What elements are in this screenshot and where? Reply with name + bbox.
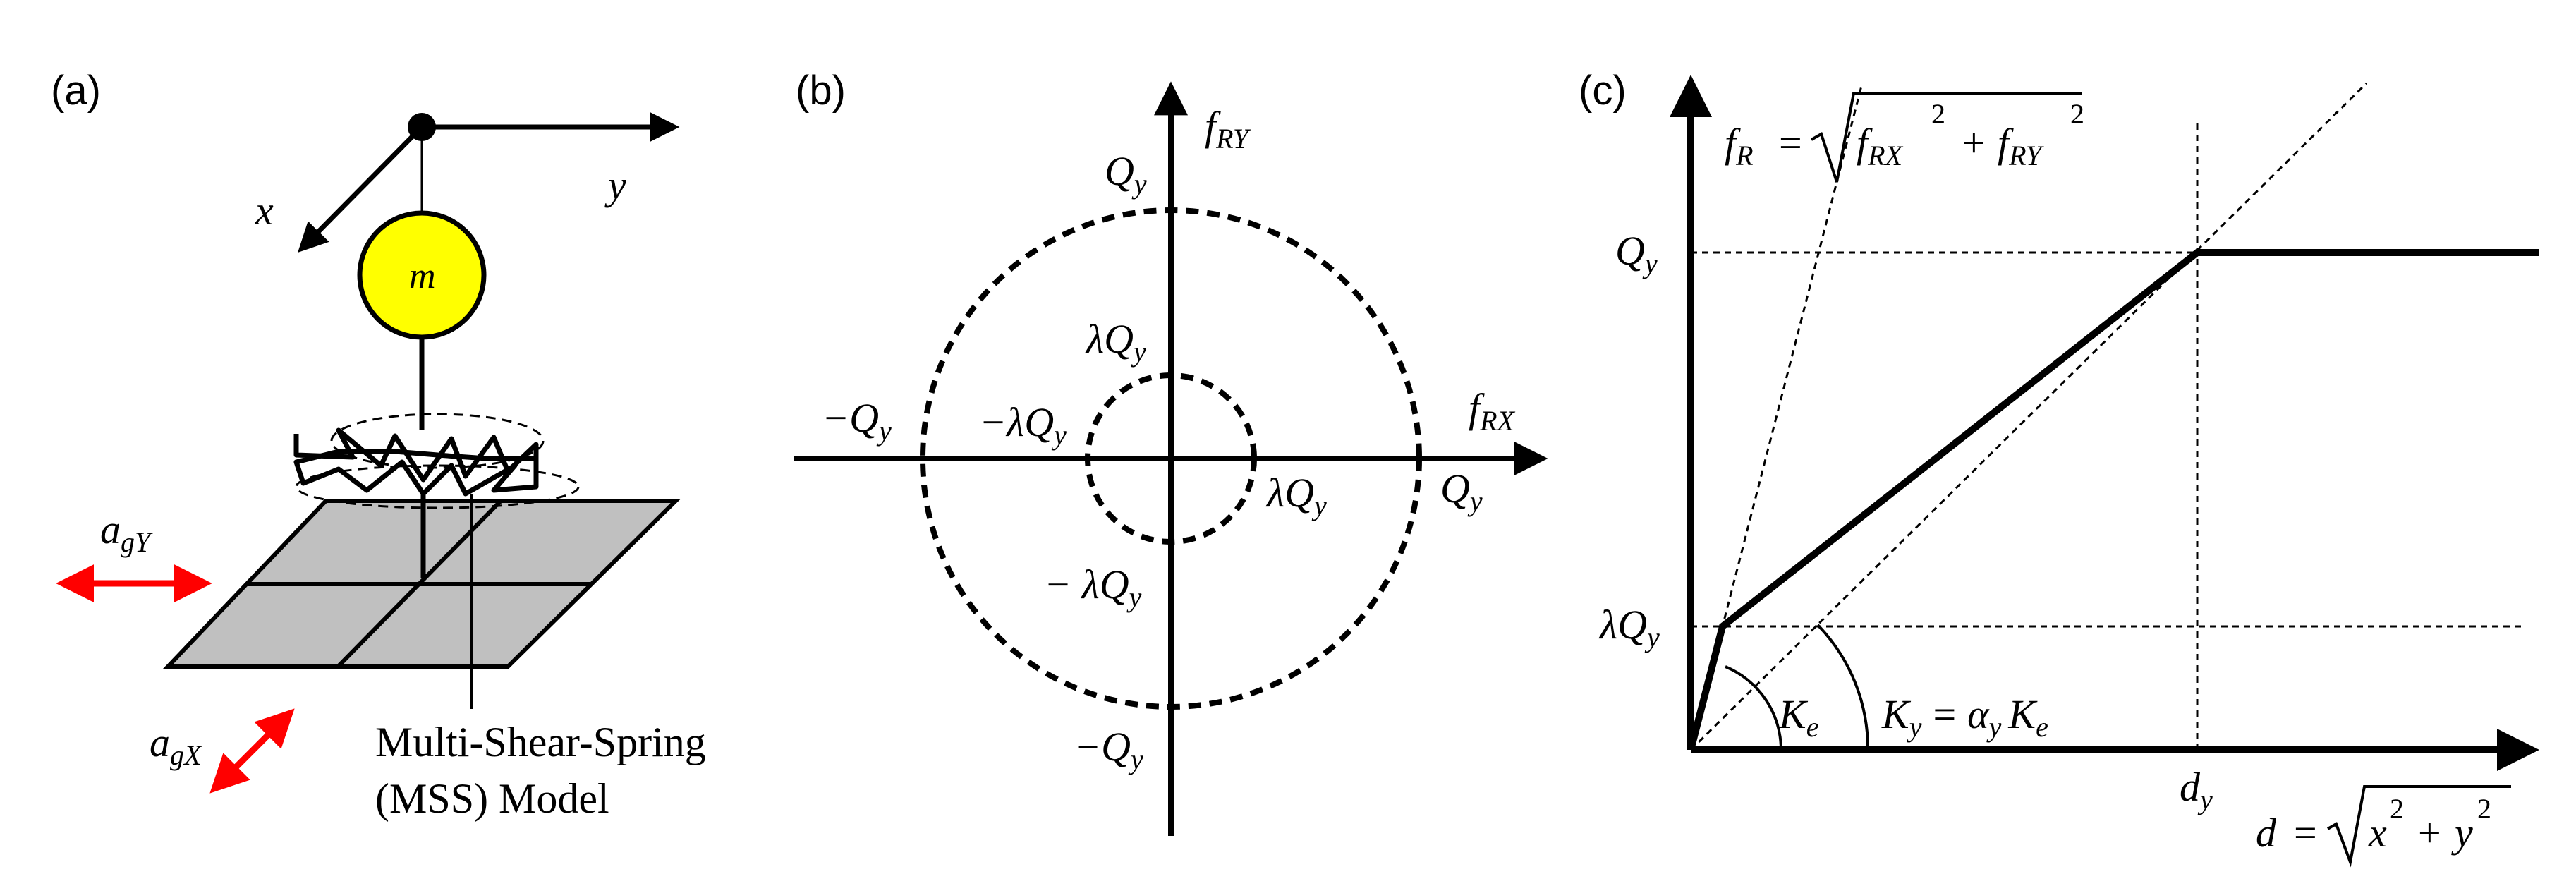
ky-angle-arc [1816,624,1870,751]
secant-stiffness-line [1689,82,2368,751]
panel-a-label: (a) [51,68,101,114]
outer-left-label: −Qy [822,395,892,447]
outer-top-label: Qy [1105,148,1147,200]
d-formula: d = x 2 + y 2 [2256,785,2511,868]
svg-text:fRY: fRY [1998,120,2044,171]
panel-b-label: (b) [796,68,846,114]
x-axis-arrow [298,125,424,253]
fr-formula: fR = fRX 2 + fRY 2 [1725,92,2084,183]
ke-label: Ke [1778,691,1818,743]
svg-text:+: + [1962,120,1986,166]
lqy-tick-label: λQy [1598,602,1660,653]
outer-bottom-label: −Qy [1074,724,1143,775]
ag-x-label: agX [150,720,202,771]
svg-text:fR: fR [1725,120,1754,171]
inner-left-label: −λQy [979,399,1067,451]
mss-spring [293,413,580,578]
yield-circle-inner [1085,372,1257,545]
mass-label: m [409,256,436,296]
panel-a-axes: y x [255,112,680,253]
yield-circle-outer [920,207,1422,710]
sqrt-sign-fr [1811,92,2082,183]
svg-text:+: + [2418,810,2441,856]
svg-text:2: 2 [2390,793,2404,825]
dy-tick-label: dy [2180,764,2213,815]
panel-b: (b) fRY fRX Qy Qy −Qy −Qy λQy λQy −λQy −… [794,68,1548,836]
frx-axis-label: fRX [1469,385,1516,437]
model-label-line1: Multi-Shear-Spring [375,719,706,765]
axis-label-x: x [255,188,274,233]
svg-text:=: = [2294,810,2317,856]
panel-a: (a) y x m Multi-Shear-Spring [51,68,706,822]
svg-text:fRX: fRX [1857,120,1904,171]
panel-c: (c) fR = fRX 2 + fRY 2 Qy λQy Ke [1579,68,2539,868]
inner-top-label: λQy [1085,316,1146,368]
svg-text:=: = [1779,120,1802,166]
ground-plate [162,499,681,669]
svg-text:2: 2 [1931,98,1945,130]
svg-text:2: 2 [2070,98,2084,130]
svg-text:x: x [2368,810,2387,856]
svg-text:y: y [2451,810,2473,856]
panel-c-label: (c) [1579,68,1627,114]
trilinear-backbone-curve [1687,249,2539,751]
model-label-line2: (MSS) Model [375,775,609,822]
inner-right-label: λQy [1265,470,1327,521]
qy-tick-label: Qy [1615,228,1658,279]
axis-label-y: y [604,162,626,208]
ke-angle-arc [1725,665,1782,751]
svg-text:2: 2 [2477,793,2491,825]
sqrt-sign-d [2326,785,2511,868]
ground-motion-x-arrow [209,708,295,794]
outer-right-label: Qy [1440,466,1483,517]
svg-text:d: d [2256,810,2277,856]
ag-y-label: agY [100,506,153,558]
fry-axis-label: fRY [1205,103,1251,154]
origin-node [408,113,436,141]
inner-bottom-label: − λQy [1044,562,1142,613]
